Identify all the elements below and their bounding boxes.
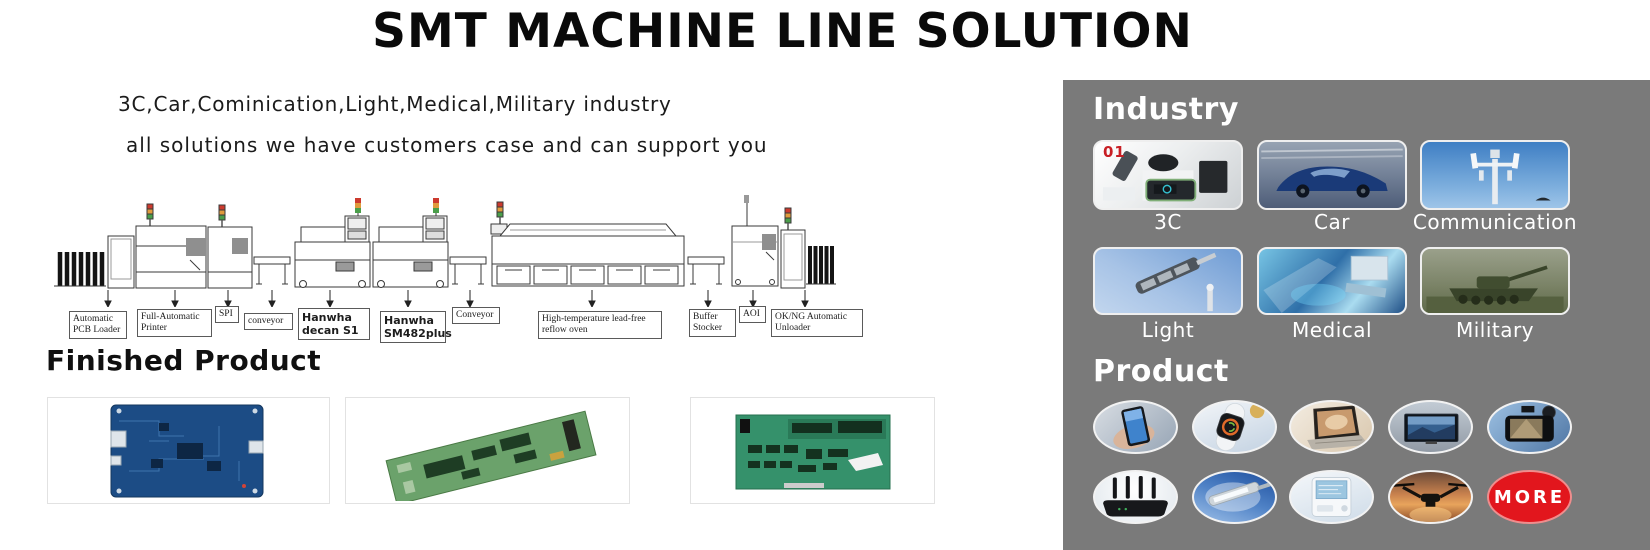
industry-list-text: 3C,Car,Cominication,Light,Medical,Milita… bbox=[118, 92, 672, 116]
machine-label-buffer-stocker: Buffer Stocker bbox=[689, 309, 736, 337]
medical-lab-icon bbox=[1263, 255, 1389, 313]
3c-devices-icon bbox=[1102, 150, 1228, 202]
industry-card-car[interactable] bbox=[1257, 140, 1407, 210]
industry-card-communication[interactable] bbox=[1420, 140, 1570, 210]
product-thumb-smartwatch[interactable] bbox=[1192, 400, 1277, 454]
industry-label-light: Light bbox=[1141, 318, 1195, 342]
product-thumb-smartphone[interactable] bbox=[1093, 400, 1178, 454]
spi-machine-icon bbox=[207, 204, 253, 289]
machine-label-unloader: OK/NG Automatic Unloader bbox=[771, 309, 863, 337]
industry-card-3c[interactable]: 01 bbox=[1093, 140, 1243, 210]
unloader-icon bbox=[780, 207, 836, 289]
telecom-tower-icon bbox=[1470, 149, 1551, 205]
machine-label-conveyor-1: conveyor bbox=[244, 313, 293, 330]
dashcam-icon bbox=[1505, 405, 1556, 442]
industry-label-3c: 3C bbox=[1154, 210, 1182, 234]
product-heading: Product bbox=[1093, 354, 1229, 389]
product-thumb-medical-device[interactable] bbox=[1289, 470, 1374, 524]
car-icon bbox=[1261, 148, 1403, 198]
machine-label-sm482plus: Hanwha SM482plus bbox=[380, 311, 452, 343]
industry-heading: Industry bbox=[1093, 92, 1239, 127]
solutions-text: all solutions we have customers case and… bbox=[126, 133, 768, 157]
tank-icon bbox=[1426, 265, 1564, 313]
industry-product-panel: Industry 01 bbox=[1063, 80, 1650, 550]
smartwatch-icon bbox=[1215, 403, 1265, 451]
industry-label-military: Military bbox=[1455, 318, 1535, 342]
machine-label-decan-s1: Hanwha decan S1 bbox=[298, 308, 370, 340]
badge-01: 01 bbox=[1103, 143, 1126, 161]
industry-card-light[interactable] bbox=[1093, 247, 1243, 315]
machine-label-reflow-oven: High-temperature lead-free reflow oven bbox=[538, 311, 662, 339]
green-pcb-flat-icon bbox=[735, 414, 890, 489]
streetlight-icon bbox=[1205, 481, 1273, 512]
product-thumb-router[interactable] bbox=[1093, 470, 1178, 524]
finished-product-image-3 bbox=[690, 397, 935, 504]
label-arrows bbox=[104, 290, 809, 307]
smartphone-icon bbox=[1113, 406, 1155, 449]
more-button-label: MORE bbox=[1493, 486, 1566, 508]
medical-monitor-icon bbox=[1311, 477, 1352, 517]
aoi-machine-icon bbox=[731, 195, 779, 287]
product-thumb-drone[interactable] bbox=[1388, 470, 1473, 524]
machine-label-aoi: AOI bbox=[739, 306, 766, 323]
industry-label-car: Car bbox=[1314, 210, 1350, 234]
tv-icon bbox=[1404, 413, 1459, 445]
router-icon bbox=[1103, 475, 1168, 517]
industry-label-medical: Medical bbox=[1291, 318, 1373, 342]
laptop-icon bbox=[1307, 405, 1369, 450]
more-button[interactable]: MORE bbox=[1487, 470, 1572, 524]
finished-product-image-2 bbox=[345, 397, 630, 504]
product-thumb-laptop[interactable] bbox=[1289, 400, 1374, 454]
reflow-oven-icon bbox=[490, 201, 685, 287]
machine-label-conveyor-2: Conveyor bbox=[452, 307, 500, 324]
product-thumb-dashcam[interactable] bbox=[1487, 400, 1572, 454]
drone-icon bbox=[1393, 482, 1468, 522]
street-lamp-icon bbox=[1135, 252, 1217, 312]
pcb-loader-icon bbox=[54, 235, 135, 289]
industry-card-military[interactable] bbox=[1420, 247, 1570, 315]
finished-product-image-1 bbox=[47, 397, 330, 504]
blue-pcb-icon bbox=[110, 404, 263, 497]
smt-machine-line-diagram bbox=[54, 195, 836, 307]
industry-card-medical[interactable] bbox=[1257, 247, 1407, 315]
printer-machine-icon bbox=[135, 203, 207, 289]
product-thumb-streetlight[interactable] bbox=[1192, 470, 1277, 524]
finished-product-heading: Finished Product bbox=[46, 344, 322, 377]
machine-label-pcb-loader: Automatic PCB Loader bbox=[69, 311, 127, 339]
industry-label-communication: Communication bbox=[1412, 210, 1578, 234]
green-pcb-angled-icon bbox=[385, 410, 597, 501]
page-title: SMT MACHINE LINE SOLUTION bbox=[372, 4, 1193, 59]
machine-label-spi: SPI bbox=[215, 306, 239, 323]
machine-label-printer: Full-Automatic Printer bbox=[137, 309, 212, 337]
product-thumb-tv[interactable] bbox=[1388, 400, 1473, 454]
